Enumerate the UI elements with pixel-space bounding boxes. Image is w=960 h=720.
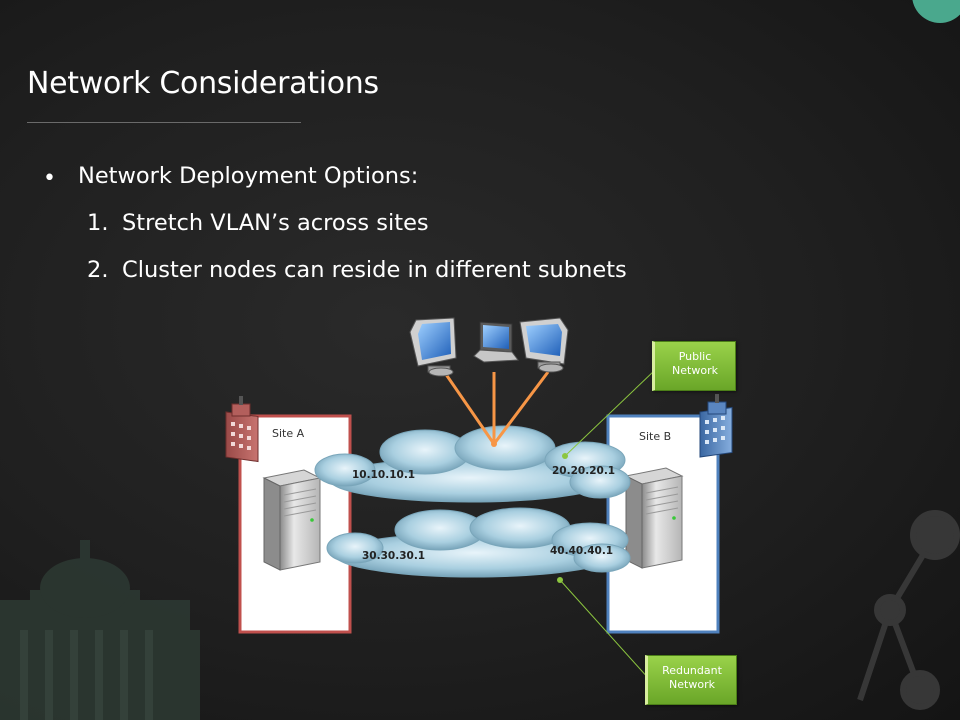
- site-b-label: Site B: [639, 430, 671, 443]
- ip-label-site-b-bottom: 40.40.40.1: [550, 545, 613, 557]
- accent-circle: [912, 0, 960, 23]
- desktop-monitor-icon: [519, 317, 569, 373]
- option-text-2: Cluster nodes can reside in different su…: [122, 257, 627, 283]
- cloud-redundant-network: [326, 507, 631, 578]
- callout-line: Redundant: [662, 664, 722, 677]
- server-icon: [262, 469, 322, 571]
- building-icon: [699, 394, 733, 458]
- connector-dot: [557, 577, 563, 583]
- option-text-1: Stretch VLAN’s across sites: [122, 210, 429, 236]
- connector-dot: [562, 453, 568, 459]
- laptop-icon: [473, 321, 519, 363]
- option-number-1: 1.: [87, 210, 109, 236]
- bullet-text: Network Deployment Options:: [78, 163, 419, 189]
- title-underline: [27, 122, 301, 123]
- callout-line: Public: [678, 350, 712, 363]
- molecule-decoration: [857, 510, 960, 710]
- ip-label-site-b-top: 20.20.20.1: [552, 465, 615, 477]
- site-a-label: Site A: [272, 427, 305, 440]
- option-number-2: 2.: [87, 257, 109, 283]
- ip-label-site-a-bottom: 30.30.30.1: [362, 550, 425, 562]
- desktop-monitor-icon: [409, 317, 457, 377]
- ip-label-site-a-top: 10.10.10.1: [352, 469, 415, 481]
- callout-connectors: [559, 369, 656, 681]
- callout-line: Network: [669, 678, 715, 691]
- public-network-callout: Public Network: [652, 341, 736, 391]
- building-icon: [225, 396, 259, 463]
- client-links: [441, 369, 550, 445]
- redundant-network-callout: Redundant Network: [645, 655, 737, 705]
- callout-line: Network: [672, 364, 718, 377]
- bullet-marker: •: [43, 166, 56, 191]
- server-icon: [624, 467, 684, 569]
- cloud-public-network: [314, 425, 631, 503]
- link-junction: [491, 441, 497, 447]
- slide-title: Network Considerations: [27, 66, 379, 101]
